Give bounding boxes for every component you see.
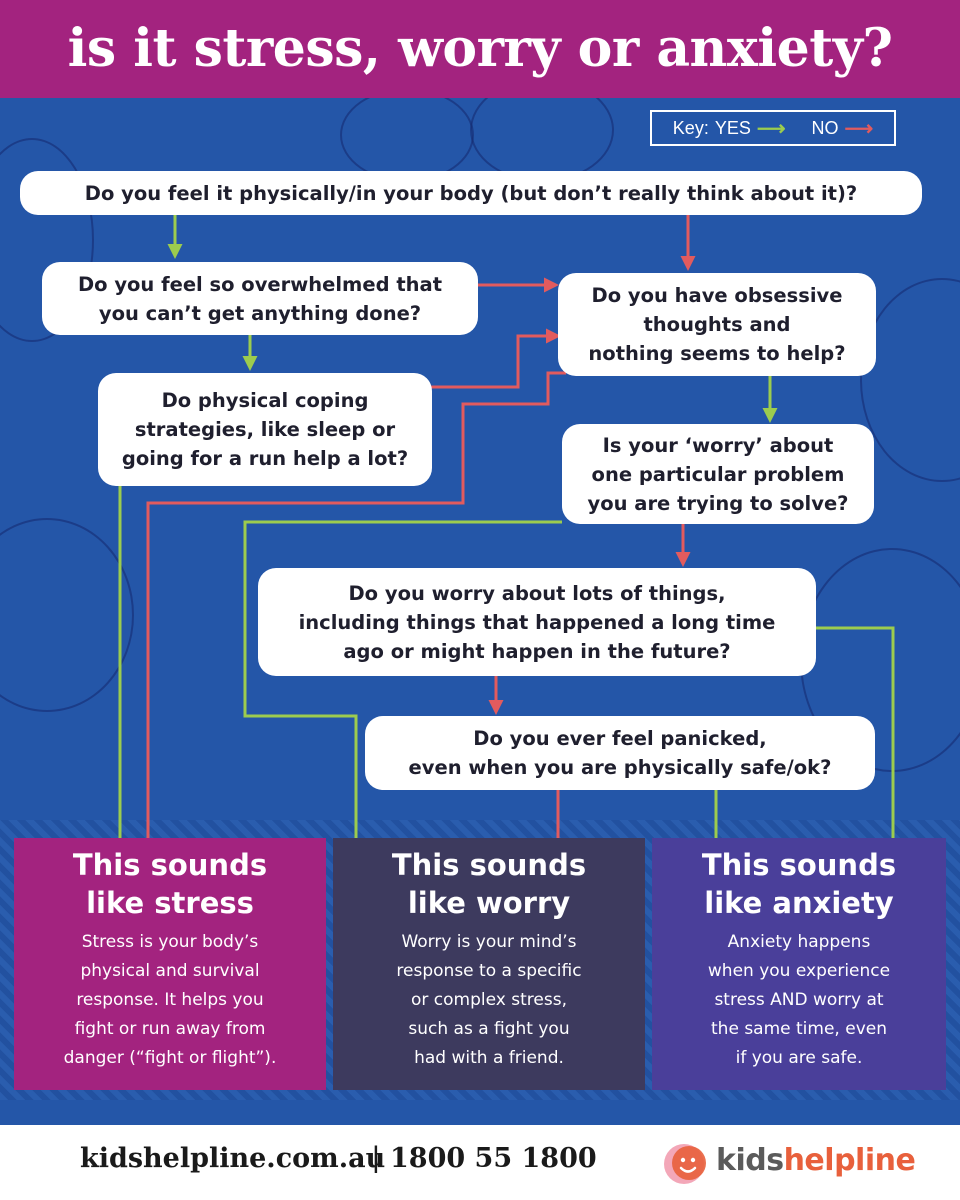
result-worry-heading: This sounds like worry bbox=[391, 848, 587, 920]
question-physical-coping: Do physical coping strategies, like slee… bbox=[98, 373, 432, 486]
result-worry: This sounds like worry Worry is your min… bbox=[333, 838, 645, 1090]
footer: kidshelpline.com.au | 1800 55 1800 kidsh… bbox=[0, 1125, 960, 1200]
flowchart-area: Key: YES ⟶ NO ⟶ bbox=[0, 98, 960, 1125]
yes-arrow-icon: ⟶ bbox=[756, 117, 786, 140]
phone-number[interactable]: 1800 55 1800 bbox=[390, 1143, 597, 1174]
smiley-logo-icon bbox=[664, 1144, 706, 1184]
key-label: Key: bbox=[672, 117, 709, 138]
no-arrow-icon: ⟶ bbox=[844, 117, 874, 140]
flow-connectors bbox=[112, 215, 901, 853]
key-yes-label: YES bbox=[714, 117, 751, 138]
website-link[interactable]: kidshelpline.com.au bbox=[80, 1143, 386, 1174]
arrow-q4-no bbox=[394, 328, 561, 389]
key-no-label: NO bbox=[811, 117, 839, 138]
page-title: is it stress, worry or anxiety? bbox=[67, 18, 893, 79]
brand-helpline: helpline bbox=[783, 1143, 916, 1178]
result-anxiety: This sounds like anxiety Anxiety happens… bbox=[652, 838, 946, 1090]
question-physical-feeling: Do you feel it physically/in your body (… bbox=[20, 171, 922, 215]
question-panicked: Do you ever feel panicked, even when you… bbox=[365, 716, 875, 790]
result-stress: This sounds like stress Stress is your b… bbox=[14, 838, 326, 1090]
result-stress-heading: This sounds like stress bbox=[72, 848, 268, 920]
result-stress-body: Stress is your body’s physical and survi… bbox=[63, 932, 277, 1068]
legend-key: Key: YES ⟶ NO ⟶ bbox=[650, 110, 896, 146]
arrow-q6-yes bbox=[816, 626, 901, 853]
header-banner: is it stress, worry or anxiety? bbox=[0, 0, 960, 98]
result-anxiety-heading: This sounds like anxiety bbox=[701, 848, 897, 920]
question-worry-lots: Do you worry about lots of things, inclu… bbox=[258, 568, 816, 676]
brand-kids: kids bbox=[716, 1143, 784, 1178]
footer-separator: | bbox=[372, 1141, 380, 1174]
question-particular-problem: Is your ‘worry’ about one particular pro… bbox=[562, 424, 874, 524]
arrow-q3-yes-stress bbox=[140, 371, 566, 853]
arrow-q5-yes bbox=[243, 520, 562, 853]
result-anxiety-body: Anxiety happens when you experience stre… bbox=[707, 932, 891, 1068]
result-worry-body: Worry is your mind’s response to a speci… bbox=[396, 932, 582, 1068]
brand-logo-text: kidshelpline bbox=[716, 1143, 916, 1178]
question-overwhelmed: Do you feel so overwhelmed that you can’… bbox=[42, 262, 478, 335]
question-obsessive-thoughts: Do you have obsessive thoughts and nothi… bbox=[558, 273, 876, 376]
